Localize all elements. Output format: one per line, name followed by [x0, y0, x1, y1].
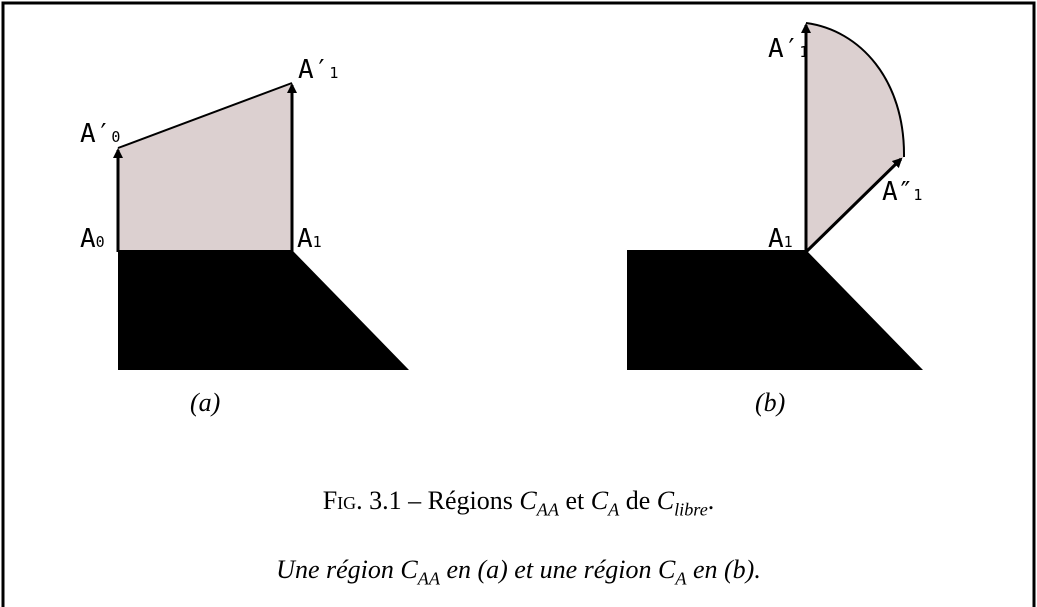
subcaption-math-c-aa: CAA	[400, 555, 440, 589]
label-a1: A1	[297, 224, 322, 254]
label-a1-prime-b: A′1	[768, 34, 808, 64]
figure-number: Fig. 3.1	[322, 486, 402, 515]
label-a1-prime: A′1	[298, 55, 338, 85]
caption-text-2: et	[558, 486, 591, 515]
caption-math-c-aa: CAA	[519, 486, 559, 520]
caption-text-4: .	[707, 486, 715, 515]
figure-caption: Fig. 3.1 – Régions CAA et CA de Clibre.	[0, 486, 1037, 520]
obstacle-b	[627, 250, 923, 370]
diagram-b: A1 A′1 A″1	[627, 22, 923, 370]
subcaption-text-3: en (b).	[686, 555, 761, 584]
caption-text-3: de	[619, 486, 657, 515]
region-c-aa	[118, 83, 292, 252]
subfigure-label-b: (b)	[755, 388, 786, 417]
caption-text-1: – Régions	[401, 486, 520, 515]
obstacle-a	[118, 250, 409, 370]
subcaption-text-2: en (a) et une région	[439, 555, 658, 584]
arrow-a1-a1doubleprime	[804, 157, 903, 254]
label-a1-doubleprime: A″1	[882, 177, 922, 207]
label-a1-b: A1	[768, 224, 793, 254]
figure-subcaption: Une région CAA en (a) et une région CA e…	[0, 555, 1037, 589]
region-c-aa-top-edge	[117, 82, 293, 149]
caption-math-c-libre: Clibre	[656, 486, 708, 520]
label-a0-prime: A′0	[80, 119, 120, 149]
region-c-a-arc	[805, 22, 906, 158]
diagram-a: A0 A′0 A1 A′1	[80, 55, 409, 370]
subcaption-math-c-a: CA	[658, 555, 687, 589]
caption-math-c-a: CA	[590, 486, 620, 520]
subcaption-text-1: Une région	[276, 555, 401, 584]
subfigure-label-a: (a)	[190, 388, 221, 417]
region-c-a	[806, 23, 905, 252]
label-a0: A0	[80, 224, 105, 254]
